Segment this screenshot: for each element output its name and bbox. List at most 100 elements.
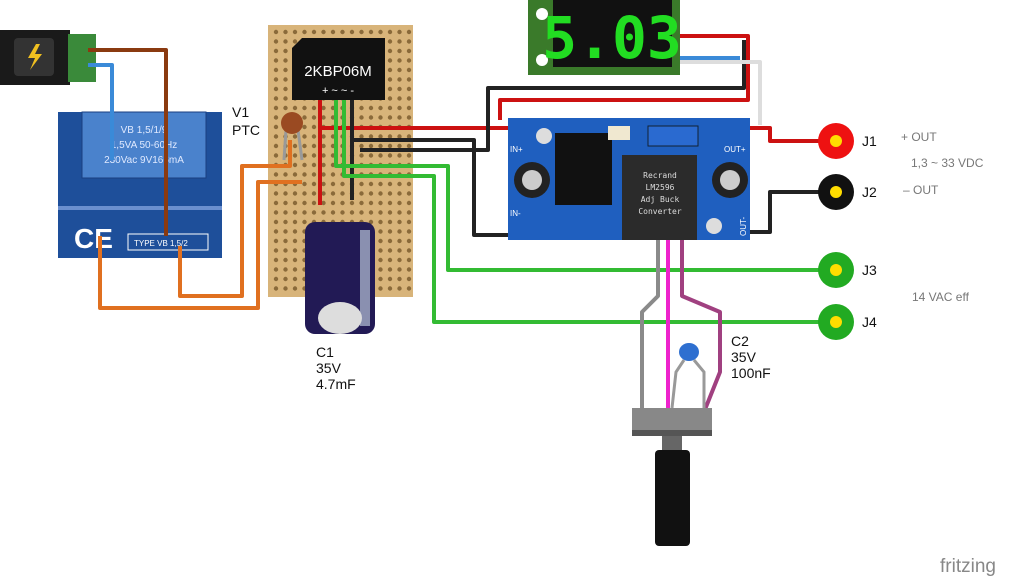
- board-hole: [359, 143, 364, 149]
- board-hole: [387, 210, 393, 215]
- wire-black: [748, 190, 820, 234]
- board-hole: [397, 67, 402, 73]
- c2-voltage: 35V: [731, 349, 757, 365]
- board-hole: [397, 267, 402, 272]
- wire-green: [342, 100, 820, 324]
- board-hole: [378, 286, 383, 291]
- board-hole: [368, 181, 374, 187]
- board-hole: [406, 86, 412, 92]
- board-hole: [406, 248, 412, 253]
- board-hole: [397, 58, 402, 63]
- board-hole: [311, 210, 317, 215]
- board-hole: [273, 96, 279, 101]
- board-hole: [406, 191, 412, 196]
- board-hole: [368, 153, 374, 158]
- capacitor-c1: C1 35V 4.7mF: [305, 222, 375, 392]
- board-hole: [273, 229, 279, 234]
- board-hole: [311, 124, 317, 130]
- board-hole: [292, 39, 298, 44]
- dc-jack: [0, 30, 96, 85]
- board-hole: [397, 229, 402, 234]
- plus-out-note: + OUT: [901, 130, 937, 144]
- board-hole: [387, 276, 393, 282]
- board-hole: [387, 134, 393, 139]
- board-hole: [292, 276, 298, 282]
- board-hole: [406, 115, 412, 120]
- board-hole: [321, 210, 326, 215]
- capacitor-c2: C2 35V 100nF: [670, 333, 771, 409]
- board-hole: [273, 172, 279, 177]
- board-hole: [273, 219, 279, 225]
- board-hole: [283, 48, 288, 54]
- board-hole: [311, 191, 317, 196]
- jack-j2[interactable]: J2: [818, 174, 877, 210]
- board-hole: [397, 248, 402, 253]
- board-hole: [397, 257, 402, 263]
- board-hole: [368, 210, 374, 215]
- board-hole: [368, 143, 374, 149]
- board-hole: [378, 134, 383, 139]
- board-hole: [397, 86, 402, 92]
- board-hole: [387, 257, 393, 263]
- board-hole: [406, 267, 412, 272]
- board-hole: [397, 191, 402, 196]
- board-hole: [273, 105, 279, 111]
- transformer-label: VB 1,5/1/9: [121, 125, 168, 136]
- board-hole: [273, 124, 279, 130]
- board-hole: [311, 200, 317, 206]
- ptc-label: PTC: [232, 122, 260, 138]
- jack-j3[interactable]: J3: [818, 252, 877, 288]
- board-hole: [302, 219, 307, 225]
- c2-value: 100nF: [731, 365, 771, 381]
- board-hole: [283, 200, 288, 206]
- board-hole: [406, 276, 412, 282]
- board-hole: [292, 238, 298, 244]
- jack-j1[interactable]: J1: [818, 123, 877, 159]
- board-hole: [340, 191, 345, 196]
- board-hole: [330, 191, 336, 196]
- board-hole: [387, 86, 393, 92]
- board-hole: [292, 143, 298, 149]
- board-hole: [378, 115, 383, 120]
- board-hole: [406, 153, 412, 158]
- board-hole: [273, 58, 279, 63]
- board-hole: [302, 162, 307, 168]
- board-hole: [406, 29, 412, 35]
- jack-j4[interactable]: J4: [818, 304, 877, 340]
- board-hole: [368, 105, 374, 111]
- potentiometer[interactable]: [632, 408, 712, 546]
- board-hole: [311, 105, 317, 111]
- board-hole: [302, 124, 307, 130]
- board-hole: [359, 153, 364, 158]
- board-hole: [387, 153, 393, 158]
- board-hole: [292, 153, 298, 158]
- board-hole: [387, 58, 393, 63]
- board-hole: [378, 248, 383, 253]
- module-text: Converter: [638, 207, 682, 216]
- board-hole: [273, 153, 279, 158]
- board-hole: [273, 29, 279, 35]
- board-hole: [311, 181, 317, 187]
- board-hole: [340, 29, 345, 35]
- board-hole: [406, 143, 412, 149]
- board-hole: [406, 96, 412, 101]
- lightning-icon: [28, 44, 42, 70]
- module-text: Adj Buck: [641, 195, 680, 204]
- board-hole: [397, 276, 402, 282]
- board-hole: [387, 115, 393, 120]
- board-hole: [378, 105, 383, 111]
- bridge-rectifier: 2KBP06M + ~ ~ -: [292, 38, 385, 100]
- board-hole: [330, 210, 336, 215]
- board-hole: [311, 162, 317, 168]
- board-hole: [378, 153, 383, 158]
- board-hole: [406, 77, 412, 82]
- wire-orange: [98, 180, 302, 310]
- wire-red: [748, 126, 820, 143]
- transformer-label: 230Vac 9V166mA: [104, 155, 184, 166]
- board-hole: [378, 200, 383, 206]
- board-hole: [378, 191, 383, 196]
- buck-converter-module: Recrand LM2596 Adj Buck Converter IN+ IN…: [508, 118, 750, 240]
- board-hole: [397, 77, 402, 82]
- board-hole: [406, 238, 412, 244]
- board-hole: [273, 115, 279, 120]
